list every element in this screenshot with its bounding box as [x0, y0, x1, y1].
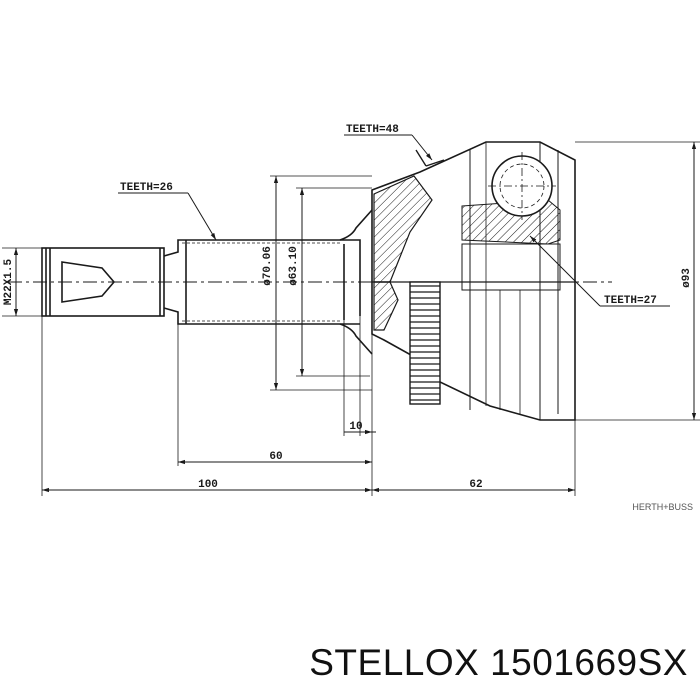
dim-len-62: 62 — [469, 479, 482, 491]
dim-dia-spline: ø70.06 — [262, 246, 274, 286]
dim-thread: M22X1.5 — [3, 259, 15, 306]
callout-teeth-shaft: TEETH=26 — [120, 182, 173, 194]
abs-ring — [409, 281, 441, 405]
splined-shaft — [163, 209, 373, 355]
product-caption: STELLOX 1501669SX — [309, 642, 688, 683]
dim-dia-seal: ø63.10 — [288, 246, 300, 286]
callout-leaders — [118, 134, 670, 307]
outer-housing — [371, 141, 576, 421]
dim-len-10: 10 — [349, 421, 362, 433]
dimension-lines — [13, 142, 697, 493]
threaded-stub — [41, 247, 165, 317]
callout-teeth-outer: TEETH=48 — [346, 124, 399, 136]
callout-teeth-inner: TEETH=27 — [604, 295, 657, 307]
dim-dia-outer: ø93 — [681, 268, 693, 288]
brand-mark: HERTH+BUSS — [632, 502, 693, 512]
extension-lines — [2, 141, 700, 496]
dim-len-60: 60 — [269, 451, 282, 463]
dim-len-100: 100 — [198, 479, 218, 491]
